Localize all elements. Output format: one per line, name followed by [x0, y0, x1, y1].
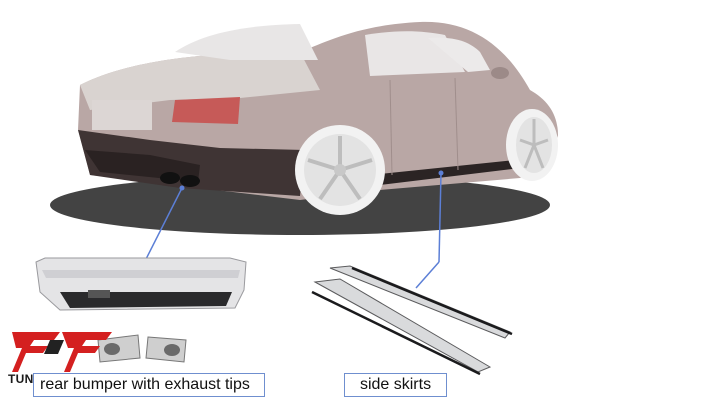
car-rear-upper: [80, 52, 320, 110]
exhaust-tip-part-left: [97, 334, 141, 363]
rear-window: [175, 24, 318, 60]
door-line: [454, 77, 459, 171]
callout-dot-skirts-car: [438, 170, 444, 176]
car-shadow: [50, 175, 550, 235]
side-window-rear: [428, 37, 490, 72]
side-mirror: [491, 67, 509, 79]
caption-side-skirts: side skirts: [344, 373, 447, 397]
exhaust-tip-left: [160, 172, 180, 184]
license-plate-area: [92, 100, 152, 130]
tuning-empire-logo: [12, 332, 112, 372]
exhaust-tip-part-right: [145, 336, 187, 363]
car-side-skirt: [370, 160, 520, 186]
callout-line-skirts-tail: [415, 261, 440, 289]
side-skirt-part-upper: [329, 265, 513, 339]
door-line: [389, 79, 393, 176]
front-wheel: [506, 109, 558, 181]
side-skirt-part-lower: [311, 278, 492, 376]
caption-rear-bumper: rear bumper with exhaust tips: [33, 373, 265, 397]
rear-wheel: [295, 125, 385, 215]
tail-light: [172, 97, 240, 124]
exhaust-tip-right: [180, 175, 200, 187]
rear-bumper-part: [35, 257, 247, 311]
callout-line-bumper: [142, 187, 183, 266]
callout-dot-bumper-car: [179, 185, 185, 191]
car-rear-bumper: [78, 130, 305, 196]
callout-line-skirts: [438, 172, 442, 263]
